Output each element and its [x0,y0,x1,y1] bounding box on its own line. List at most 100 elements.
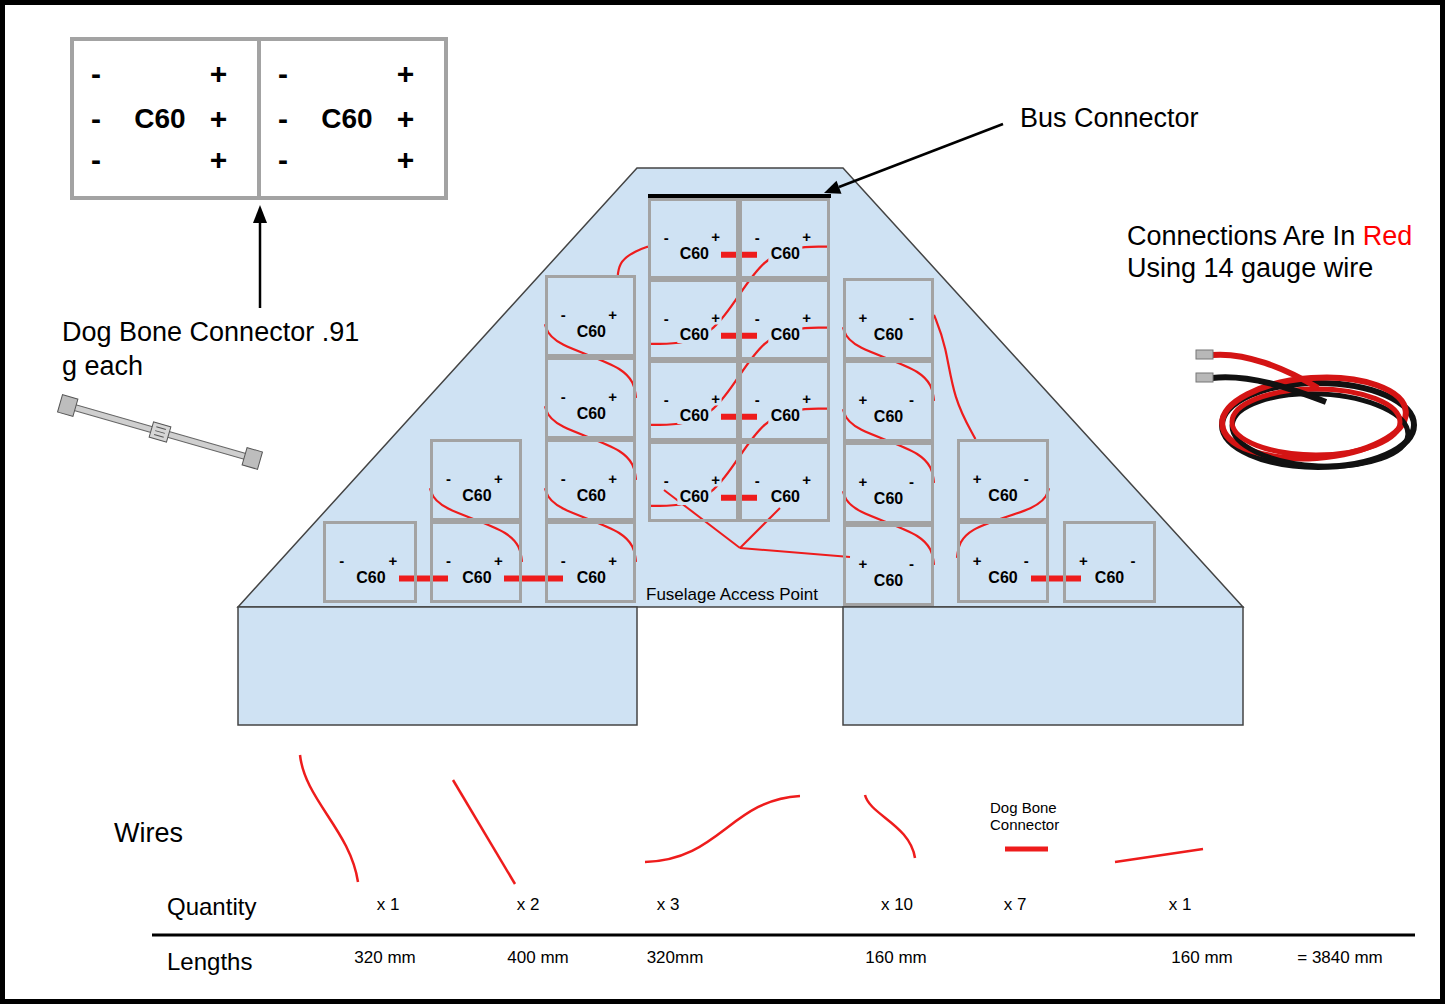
terminal-sign: - [662,230,671,245]
battery-cell: +-C60 [843,442,934,524]
dog-bone-sample [1005,847,1048,852]
battery-cell: -+C60 [545,439,636,521]
cell-label: C60 [575,406,608,422]
wing-outline [238,168,1243,607]
wire [545,324,636,398]
table-cell: 160 mm [865,948,926,968]
terminal-sign: - [907,392,916,407]
cell-label: C60 [769,408,802,424]
table-rule [152,934,1415,937]
wire [545,488,636,562]
terminal-sign: + [395,145,417,175]
battery-cell: -+C60 [739,198,830,279]
terminal-sign: + [971,471,984,486]
battery-cell: - + C60 [545,521,636,603]
cell-label: C60 [575,488,608,504]
battery-cell: -+C60 [545,275,636,357]
wing-root-right [843,607,1243,725]
table-cell: x 10 [881,895,913,915]
row-header: Lengths [167,948,252,977]
terminal-sign: - [559,553,568,568]
terminal-sign: + [857,556,870,571]
wire [618,247,648,275]
cell-label: C60 [575,324,608,340]
table-cell: x 1 [1169,895,1192,915]
terminal-sign: + [606,388,619,403]
terminal-sign: - [753,473,762,488]
table-cell: 160 mm [1171,948,1232,968]
battery-cell: +-C60 [843,524,934,606]
battery-cell: -+C60 [648,441,739,522]
terminal-sign: - [1022,471,1031,486]
terminal-sign: + [800,310,813,325]
battery-cell: +-C60 [957,521,1049,603]
cell-label: C60 [769,489,802,505]
cell-label: C60 [1093,570,1126,586]
wire-lead [1212,377,1326,402]
wire [648,409,830,506]
cell-label: C60 [872,573,905,589]
table-cell: = 3840 mm [1297,948,1383,968]
callout-label: Fuselage Access Point [644,585,820,605]
cell-diagram-box: -+-C60+-+ [257,37,448,200]
terminal-sign: + [606,552,619,567]
wire [843,327,934,401]
terminal-sign: - [444,471,453,486]
terminal-sign: - [89,59,103,89]
callout-label: Bus Connector [1020,102,1199,134]
cell-label: C60 [575,570,608,586]
wire-sample [865,795,915,858]
cell-label: C60 [678,489,711,505]
wire [843,491,934,565]
arrow-head [253,205,267,223]
dog-bone-end [58,395,78,417]
terminal-sign: + [709,391,722,406]
terminal-sign: + [208,59,230,89]
battery-cell: -+C60 [430,439,522,521]
cell-label: C60 [769,327,802,343]
battery-cell: -+C60 [545,357,636,439]
terminal-sign: - [1022,553,1031,568]
terminal-sign: - [753,392,762,407]
leader-line [259,222,262,308]
terminal-sign: - [662,311,671,326]
battery-cell: -+C60 [739,441,830,522]
row-header: Quantity [167,893,256,922]
terminal-sign: + [800,391,813,406]
terminal-sign: + [208,145,230,175]
cell-label: C60 [872,327,905,343]
terminal-sign: - [907,474,916,489]
wire [957,488,1049,558]
dog-bone-connector [1031,575,1081,581]
dog-bone-picture [58,395,263,470]
wire-coil-picture [1196,350,1414,471]
wire-sample [300,755,358,882]
terminal-sign: - [753,311,762,326]
dog-bone-bar [65,402,255,462]
dog-bone-connector [399,575,448,581]
wire [430,488,522,562]
terminal-sign: + [800,229,813,244]
terminal-sign: - [662,473,671,488]
arrow-head [824,181,842,194]
access-lead [740,548,850,557]
cell-label: C60 [460,570,493,586]
terminal-sign: + [386,552,399,567]
table-cell: 320 mm [354,948,415,968]
terminal-sign: + [857,392,870,407]
wire [545,406,636,480]
table-cell: x 7 [1004,895,1027,915]
bus-connector-bar [648,194,831,198]
battery-cell: +-C60 [1063,521,1156,603]
wire [934,315,975,439]
terminal-sign: - [337,553,346,568]
table-cell: x 3 [657,895,680,915]
wing-root-left [238,607,637,725]
cell-label: C60 [460,488,493,504]
note-text: Using 14 gauge wire [1127,252,1373,284]
wire-sample [453,780,515,884]
wire-tip [1196,373,1213,382]
